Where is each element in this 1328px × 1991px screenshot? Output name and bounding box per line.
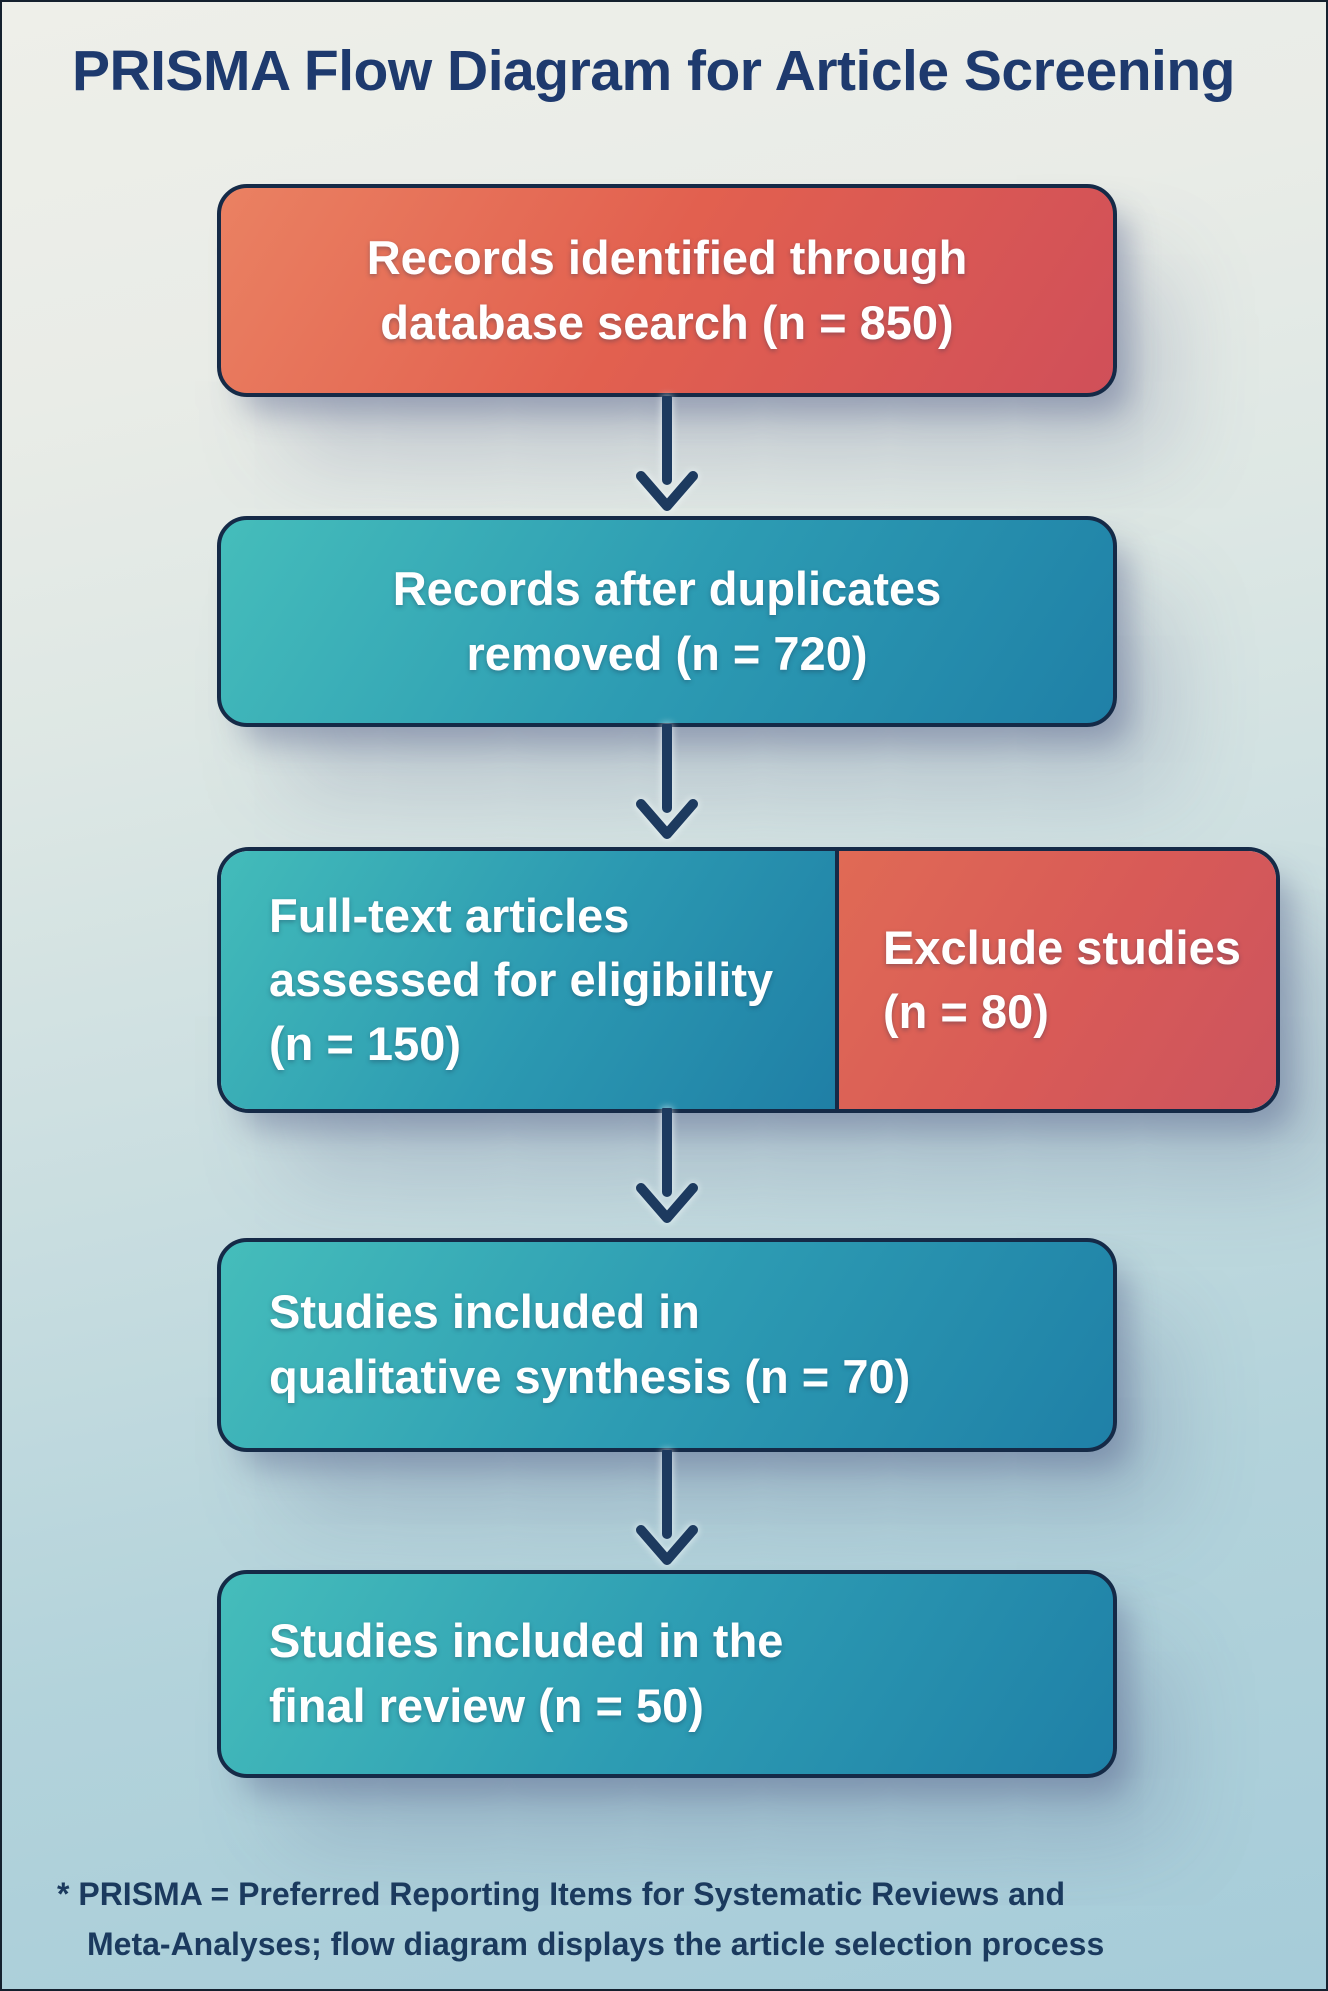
node-qualitative-synthesis: Studies included in qualitative synthesi…: [217, 1238, 1117, 1452]
node-text-line: removed (n = 720): [466, 626, 868, 680]
node-text-line: Studies included in the: [269, 1614, 784, 1668]
node-text-line: Studies included in: [269, 1285, 700, 1339]
node-text-line: (n = 80): [883, 985, 1049, 1038]
footnote-line: Meta-Analyses; flow diagram displays the…: [87, 1925, 1105, 1962]
arrow-down-icon: [636, 396, 698, 511]
node-text-line: qualitative synthesis (n = 70): [269, 1350, 911, 1403]
node-text-line: (n = 150): [269, 1016, 461, 1070]
arrow-chevron: [636, 1525, 698, 1565]
node-records-identified: Records identified through database sear…: [217, 184, 1117, 397]
node-text-line: Records identified through: [366, 230, 968, 284]
page-title: PRISMA Flow Diagram for Article Screenin…: [72, 39, 1236, 103]
node-final-review: Studies included in the final review (n …: [217, 1570, 1117, 1778]
arrow-down-icon: [636, 724, 698, 839]
arrow-down-icon: [636, 1108, 698, 1223]
node-text-line: Exclude studies: [883, 921, 1241, 975]
node-fulltext-assessed: Full-text articles assessed for eligibil…: [221, 851, 835, 1109]
node-text-line: assessed for eligibility: [269, 953, 774, 1007]
footnote: * PRISMA = Preferred Reporting Items for…: [57, 1870, 1297, 1970]
arrow-chevron: [636, 471, 698, 511]
node-duplicates-removed: Records after duplicates removed (n = 72…: [217, 516, 1117, 727]
arrow-down-icon: [636, 1450, 698, 1565]
footnote-line: * PRISMA = Preferred Reporting Items for…: [57, 1876, 1066, 1912]
node-text-line: database search (n = 850): [380, 295, 954, 349]
arrow-chevron: [636, 799, 698, 839]
arrow-chevron: [636, 1183, 698, 1223]
node-text-line: final review (n = 50): [269, 1679, 704, 1732]
node-group-eligibility: Full-text articles assessed for eligibil…: [217, 847, 1280, 1113]
node-exclude-studies: Exclude studies (n = 80): [835, 851, 1276, 1109]
node-text-line: Records after duplicates: [392, 561, 942, 615]
node-text-line: Full-text articles: [269, 889, 630, 943]
